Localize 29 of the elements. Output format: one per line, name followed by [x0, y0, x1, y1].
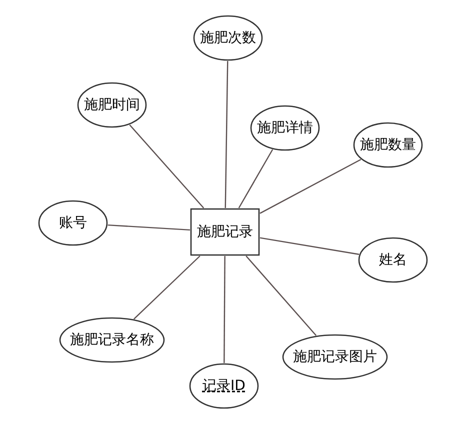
attribute-ellipse	[38, 200, 108, 246]
attribute-ellipse	[353, 122, 423, 168]
entity-box	[190, 208, 260, 256]
attribute-ellipse	[250, 105, 320, 151]
connector-line	[246, 256, 317, 336]
attribute-name: 施肥记录图片	[293, 348, 377, 366]
connector-line	[260, 158, 362, 214]
attribute-name: 施肥次数	[200, 29, 256, 47]
entity-name: 施肥记录	[197, 223, 253, 241]
attribute-ellipse	[358, 237, 428, 283]
attribute-ellipse	[193, 15, 263, 61]
connector-line	[260, 237, 360, 255]
connector-line	[134, 256, 200, 320]
connector-line	[129, 124, 204, 208]
connector-line	[224, 61, 228, 208]
connector-line	[238, 149, 274, 208]
attribute-name: 施肥详情	[257, 119, 313, 137]
attribute-ellipse	[77, 82, 147, 128]
attribute-name: 账号	[59, 214, 87, 232]
attribute-name: 施肥记录名称	[70, 331, 154, 349]
attribute-name: 施肥数量	[360, 136, 416, 154]
attribute-ellipse	[189, 363, 259, 409]
connector-line	[108, 224, 190, 231]
attribute-name: 施肥时间	[84, 96, 140, 114]
attribute-ellipse	[59, 317, 165, 363]
attribute-ellipse	[282, 334, 388, 380]
attribute-name: 姓名	[379, 251, 407, 269]
connector-line	[224, 256, 226, 363]
key-attribute-name: 记录ID	[202, 377, 246, 395]
